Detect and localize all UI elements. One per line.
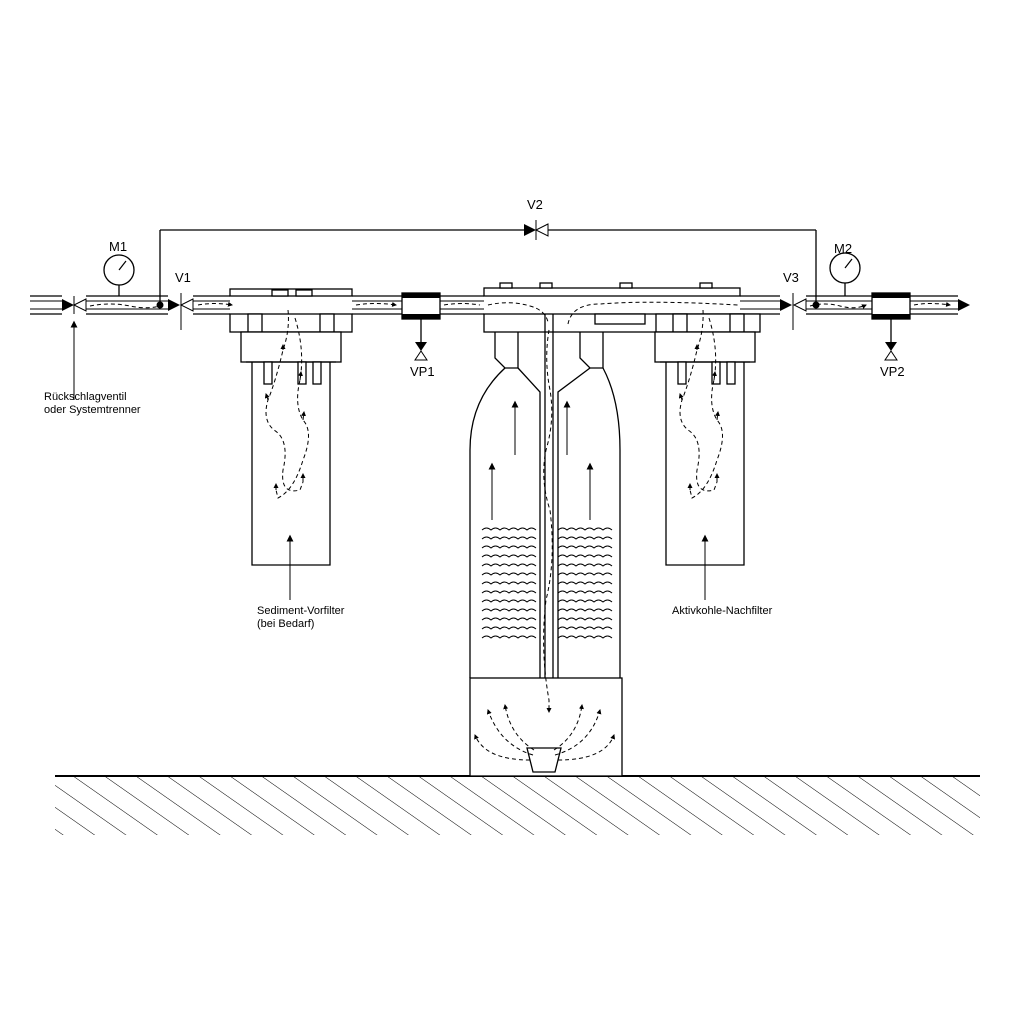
media-wave-line — [481, 635, 537, 639]
valve-v1-label: V1 — [175, 270, 191, 285]
central-filter-vessel — [469, 282, 741, 777]
check-valve-label-2: oder Systemtrenner — [44, 404, 141, 416]
media-wave-line — [481, 608, 537, 612]
media-wave-line — [481, 554, 537, 558]
media-wave-line — [557, 563, 613, 567]
media-wave-line — [481, 617, 537, 621]
filter-media-waves — [481, 527, 613, 639]
media-wave-line — [481, 536, 537, 540]
media-wave-line — [481, 581, 537, 585]
sample-valve-vp2-icon — [871, 292, 911, 361]
check-valve-label-1: Rückschlagventil — [44, 391, 127, 403]
valve-v1-icon — [168, 293, 194, 330]
sample-valve-vp2-label: VP2 — [880, 364, 905, 379]
pressure-gauge-m2-icon — [829, 252, 861, 296]
media-wave-line — [481, 626, 537, 630]
media-wave-line — [557, 536, 613, 540]
media-wave-line — [557, 617, 613, 621]
media-wave-line — [557, 590, 613, 594]
media-wave-line — [557, 635, 613, 639]
valve-v2-icon — [524, 220, 549, 240]
check-valve — [62, 296, 87, 400]
sediment-filter-label-2: (bei Bedarf) — [257, 618, 314, 630]
media-wave-line — [557, 608, 613, 612]
media-wave-line — [557, 554, 613, 558]
valve-v2-label: V2 — [527, 197, 543, 212]
gauge-m2-label: M2 — [834, 241, 852, 256]
bypass-line — [156, 229, 820, 309]
media-wave-line — [557, 545, 613, 549]
media-wave-line — [481, 599, 537, 603]
sediment-filter-label-1: Sediment-Vorfilter — [257, 605, 345, 617]
media-wave-line — [557, 581, 613, 585]
media-wave-line — [481, 545, 537, 549]
media-wave-line — [557, 599, 613, 603]
media-wave-line — [557, 572, 613, 576]
ground — [55, 775, 980, 835]
media-wave-line — [481, 572, 537, 576]
media-wave-line — [557, 527, 613, 531]
sample-valve-vp1-icon — [401, 292, 441, 361]
media-wave-line — [481, 590, 537, 594]
pressure-gauge-m1-icon — [103, 254, 135, 296]
sediment-prefilter — [229, 288, 353, 600]
valve-v3-label: V3 — [783, 270, 799, 285]
sample-valve-vp1-label: VP1 — [410, 364, 435, 379]
media-wave-line — [481, 527, 537, 531]
activated-carbon-postfilter — [654, 309, 761, 600]
carbon-filter-label: Aktivkohle-Nachfilter — [672, 605, 773, 617]
media-wave-line — [481, 563, 537, 567]
media-wave-line — [557, 626, 613, 630]
gauge-m1-label: M1 — [109, 239, 127, 254]
valve-v3-icon — [780, 293, 807, 330]
flow-path-pipe — [89, 301, 951, 309]
